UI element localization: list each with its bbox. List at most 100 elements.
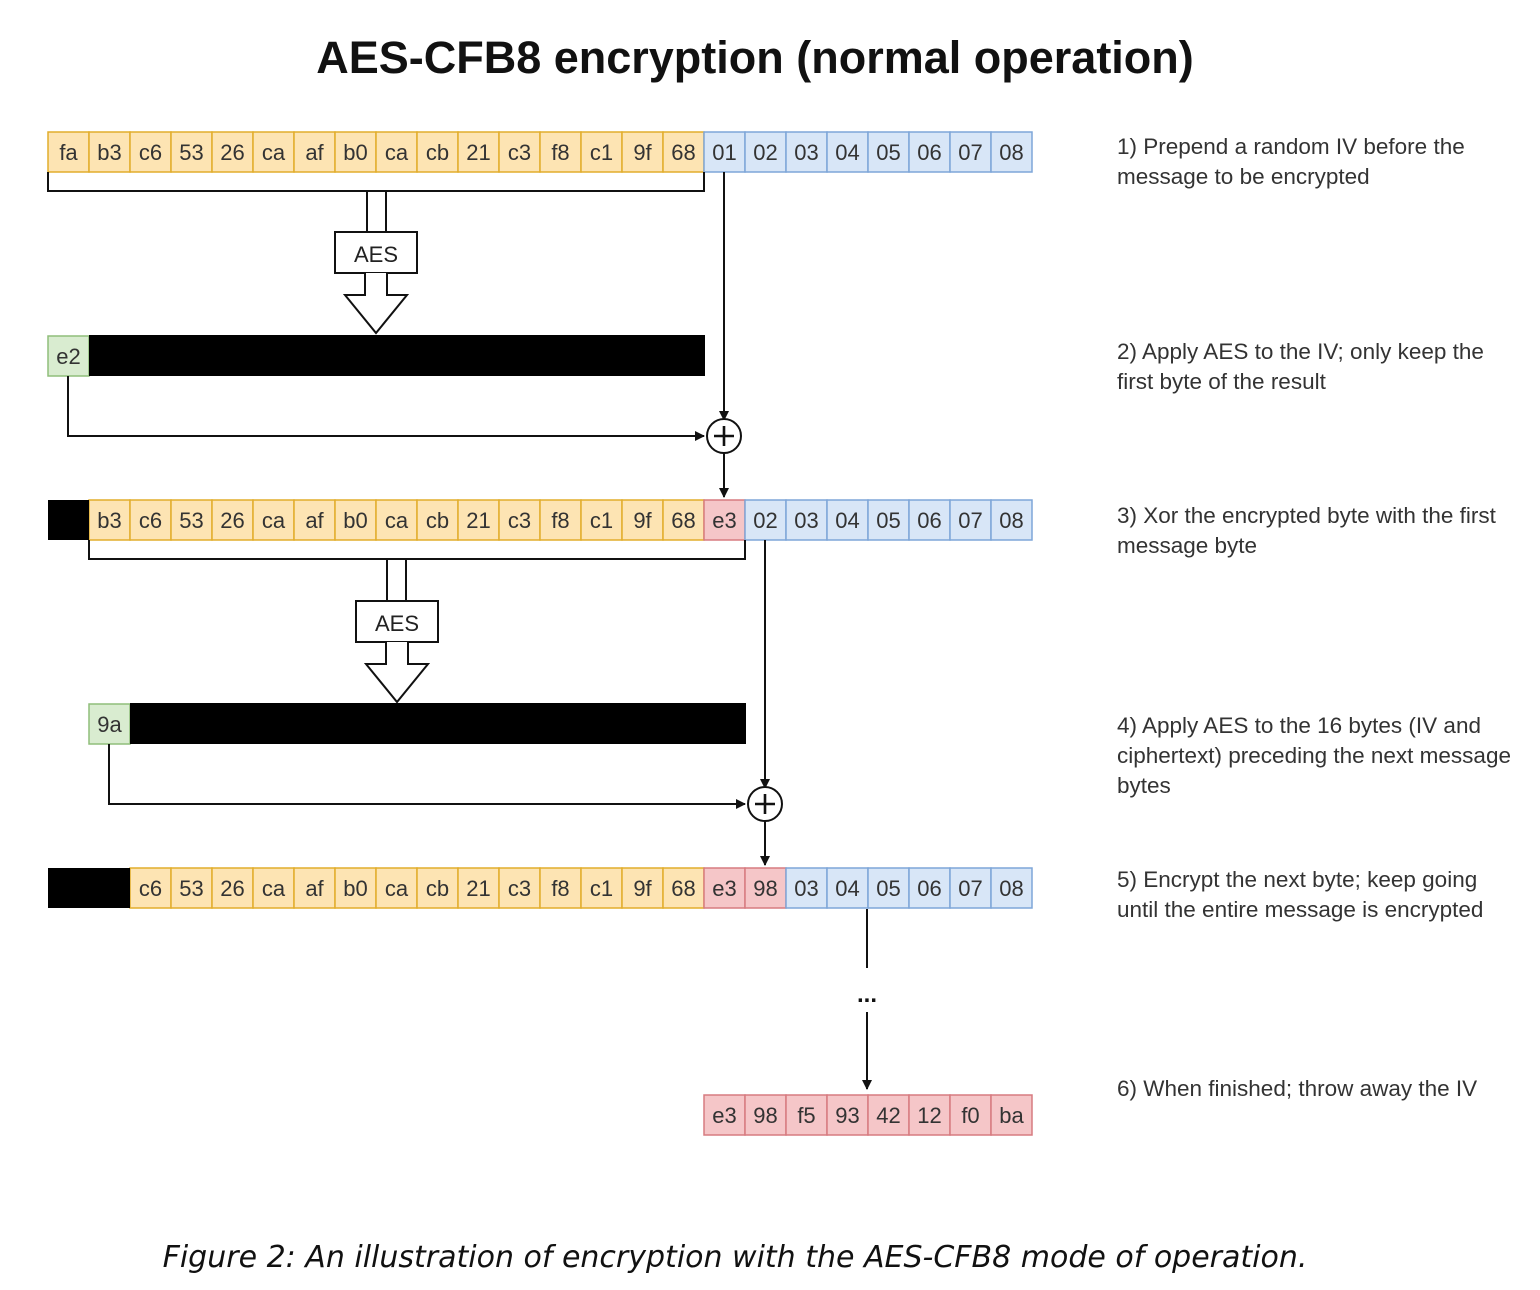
final-cipher-byte-value: e3 (712, 1103, 736, 1128)
row3-iv-byte: ca (252, 867, 295, 909)
xor1-symbol (706, 418, 742, 454)
row1-iv-byte: c3 (498, 131, 541, 173)
row2-iv-byte: c6 (129, 499, 172, 541)
row3-message-byte: 06 (908, 867, 951, 909)
row1-message-byte-value: 07 (958, 140, 982, 165)
row1-iv-byte: 9f (621, 131, 664, 173)
final-cipher-byte-value: ba (999, 1103, 1024, 1128)
row2-iv-byte: 9f (621, 499, 664, 541)
step-3: 3) Xor the encrypted byte with the first… (1117, 503, 1496, 558)
row3-iv-byte: ca (375, 867, 418, 909)
row1-iv-byte: cb (416, 131, 459, 173)
row3-iv-byte-value: 68 (671, 876, 695, 901)
row1-iv-byte-value: c6 (139, 140, 162, 165)
row3-iv-byte-value: 21 (466, 876, 490, 901)
row1-iv-byte-value: fa (59, 140, 78, 165)
row3-iv-byte-value: 26 (220, 876, 244, 901)
row3-iv-byte: 53 (170, 867, 213, 909)
row1-iv-byte-value: f8 (551, 140, 569, 165)
row1-iv-byte-value: 68 (671, 140, 695, 165)
row1-iv-byte-value: c3 (508, 140, 531, 165)
final-cipher-byte-value: 42 (876, 1103, 900, 1128)
9a-to-xor2-line (108, 744, 746, 809)
row2-message-byte: 05 (867, 499, 910, 541)
aes1-output-byte-value: e2 (56, 344, 80, 369)
row2-iv-byte-value: ca (385, 508, 409, 533)
row3-iv-byte-value: ca (262, 876, 286, 901)
e2-to-xor1-line (67, 376, 705, 441)
row2-iv-byte: 68 (662, 499, 705, 541)
row1-message-byte-value: 08 (999, 140, 1023, 165)
row1-iv-byte-value: b0 (343, 140, 367, 165)
row1-iv-byte-value: 21 (466, 140, 490, 165)
row1-message-byte-value: 04 (835, 140, 859, 165)
row3-iv-byte-value: b0 (343, 876, 367, 901)
final-cipher-byte: 93 (826, 1094, 869, 1136)
row2-iv-byte-value: c6 (139, 508, 162, 533)
row2-iv-byte: c1 (580, 499, 623, 541)
final-cipher-byte-value: 93 (835, 1103, 859, 1128)
xor2-symbol (747, 786, 783, 822)
row2-iv-byte-value: b0 (343, 508, 367, 533)
row1-message-byte-value: 01 (712, 140, 736, 165)
row1-iv-byte: 21 (457, 131, 500, 173)
row2-message-byte-value: 06 (917, 508, 941, 533)
aes1-output-bar (89, 335, 705, 376)
row1-iv-byte: 68 (662, 131, 705, 173)
figure-caption: Figure 2: An illustration of encryption … (162, 1240, 1308, 1275)
final-cipher-byte-value: 98 (753, 1103, 777, 1128)
row2-iv-byte-value: c1 (590, 508, 613, 533)
row3-cipher-byte: 98 (744, 867, 787, 909)
step-6: 6) When finished; throw away the IV (1117, 1076, 1478, 1101)
row3-message-byte-value: 06 (917, 876, 941, 901)
row2-message-byte-value: 02 (753, 508, 777, 533)
row2-discarded-bar (48, 500, 89, 540)
aes2-output-byte-value: 9a (97, 712, 122, 737)
row1-iv-byte-value: c1 (590, 140, 613, 165)
row3-iv-byte: c6 (129, 867, 172, 909)
row3-message-byte-value: 03 (794, 876, 818, 901)
row1-iv-byte-value: 26 (220, 140, 244, 165)
row3-iv-byte: 68 (662, 867, 705, 909)
row2-iv-byte: ca (375, 499, 418, 541)
row2-message-byte-value: 03 (794, 508, 818, 533)
row3-message-byte: 03 (785, 867, 828, 909)
row3-iv-byte: c1 (580, 867, 623, 909)
step-2: 2) Apply AES to the IV; only keep the fi… (1117, 339, 1484, 394)
row1-message-byte-value: 02 (753, 140, 777, 165)
row3-cipher-byte-value: e3 (712, 876, 736, 901)
row3-iv-byte: af (293, 867, 336, 909)
aes1-box (334, 231, 418, 274)
row1-iv-byte-value: b3 (97, 140, 121, 165)
aes2-label: AES (375, 611, 419, 636)
row3-iv-byte-value: c1 (590, 876, 613, 901)
row3-iv-byte: f8 (539, 867, 582, 909)
row2-iv-byte-value: cb (426, 508, 449, 533)
row1-message-byte: 07 (949, 131, 992, 173)
row1-iv-byte: f8 (539, 131, 582, 173)
row2-iv-byte-value: f8 (551, 508, 569, 533)
row1-iv-byte: af (293, 131, 336, 173)
row3-message-byte: 05 (867, 867, 910, 909)
row1-iv-byte: c1 (580, 131, 623, 173)
row2-message-byte-value: 07 (958, 508, 982, 533)
row2-iv-byte-value: c3 (508, 508, 531, 533)
row2-iv-byte: c3 (498, 499, 541, 541)
diagram-title: AES-CFB8 encryption (normal operation) (316, 32, 1194, 83)
row3-iv-byte: cb (416, 867, 459, 909)
row1-message-byte: 05 (867, 131, 910, 173)
row2-iv-byte: 53 (170, 499, 213, 541)
row2-iv-byte: b3 (88, 499, 131, 541)
final-cipher-byte: f0 (949, 1094, 992, 1136)
row2-iv-byte-value: ca (262, 508, 286, 533)
row3-iv-byte: 9f (621, 867, 664, 909)
row1-message-byte: 06 (908, 131, 951, 173)
row1-iv-bracket (47, 172, 705, 192)
row3-iv-byte: 21 (457, 867, 500, 909)
final-cipher-byte-value: 12 (917, 1103, 941, 1128)
row1-iv-byte-value: 9f (633, 140, 652, 165)
aes-block-1: AES (334, 192, 418, 335)
row1-iv-byte-value: cb (426, 140, 449, 165)
